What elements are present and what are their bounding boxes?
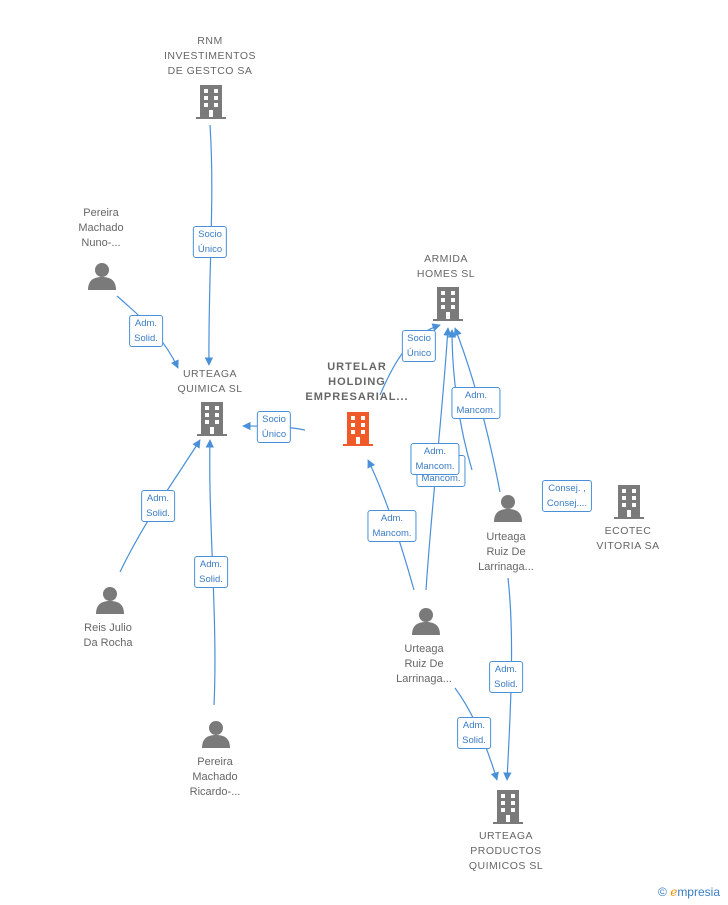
building-icon[interactable] xyxy=(614,485,644,524)
person-icon[interactable] xyxy=(88,262,116,295)
edge-label-socio-unico[interactable]: Socio Único xyxy=(192,226,228,258)
person-icon[interactable] xyxy=(202,720,230,753)
edge-label-adm-solid[interactable]: Adm. Solid. xyxy=(141,490,175,522)
node-label-pereira-nuno: Pereira Machado Nuno-... xyxy=(78,207,124,249)
edge-label-socio-unico[interactable]: Socio Único xyxy=(401,330,437,362)
building-icon[interactable] xyxy=(197,402,227,441)
edge-label-adm-mancom[interactable]: Adm. Mancom. xyxy=(451,387,501,419)
edge-label-adm-solid[interactable]: Adm. Solid. xyxy=(129,315,163,347)
edge-label-adm-solid[interactable]: Adm. Solid. xyxy=(194,556,228,588)
brand-name: mpresia xyxy=(677,885,720,899)
node-label-urteaga-quimica: URTEAGA QUIMICA SL xyxy=(177,368,243,395)
person-icon[interactable] xyxy=(96,586,124,619)
node-label-rnm: RNM INVESTIMENTOS DE GESTCO SA xyxy=(163,35,257,77)
edge-label-socio-unico[interactable]: Socio Único xyxy=(256,411,292,443)
node-label-reis-julio: Reis Julio Da Rocha xyxy=(83,622,133,649)
edge-label-adm-mancom[interactable]: Adm. Mancom. xyxy=(410,443,460,475)
building-icon[interactable] xyxy=(493,790,523,829)
node-label-urteaga-ruiz-2: Urteaga Ruiz De Larrinaga... xyxy=(396,643,452,685)
building-icon[interactable] xyxy=(343,412,373,451)
node-label-urteaga-ruiz-1: Urteaga Ruiz De Larrinaga... xyxy=(478,531,534,573)
node-label-urteaga-productos: URTEAGA PRODUCTOS QUIMICOS SL xyxy=(468,830,544,872)
building-icon[interactable] xyxy=(196,85,226,124)
node-label-ecotec: ECOTEC VITORIA SA xyxy=(596,525,660,552)
copyright-icon: © xyxy=(658,885,667,899)
brand-initial: e xyxy=(670,885,678,899)
building-icon[interactable] xyxy=(433,287,463,326)
node-label-urtelar: URTELAR HOLDING EMPRESARIAL... xyxy=(305,361,409,403)
edge-label-adm-solid[interactable]: Adm. Solid. xyxy=(457,717,491,749)
edge-label-adm-solid[interactable]: Adm. Solid. xyxy=(489,661,523,693)
brand-logo: © empresia xyxy=(658,885,720,899)
edge-label-adm-mancom[interactable]: Adm. Mancom. xyxy=(367,510,417,542)
person-icon[interactable] xyxy=(412,607,440,640)
person-icon[interactable] xyxy=(494,494,522,527)
node-label-armida: ARMIDA HOMES SL xyxy=(416,253,476,280)
edge-label-consej[interactable]: Consej. , Consej.... xyxy=(541,480,593,512)
node-label-pereira-ricardo: Pereira Machado Ricardo-... xyxy=(189,756,241,798)
